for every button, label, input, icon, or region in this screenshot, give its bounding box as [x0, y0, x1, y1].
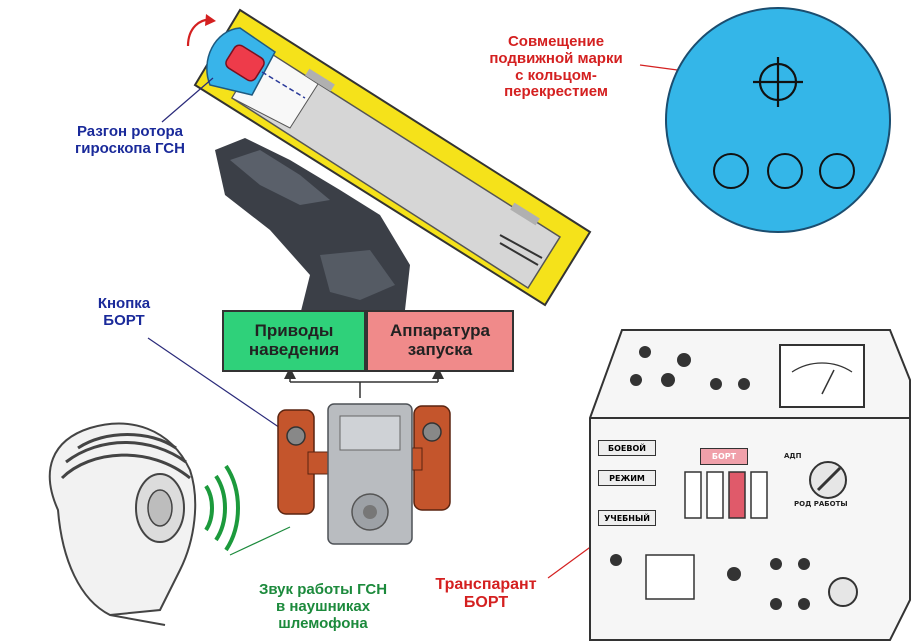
flow-arrows: [284, 367, 444, 398]
sound-leader-line: [229, 526, 291, 556]
panel-plate-rezhim: РЕЖИМ: [598, 470, 656, 486]
launcher-base-illustration: [215, 138, 410, 315]
sound-waves: [204, 464, 240, 552]
headset-illustration: [48, 422, 197, 626]
button-label: Кнопка БОРТ: [97, 295, 151, 329]
rotor-leader-line: [161, 77, 214, 123]
mark-circle: [713, 153, 749, 189]
panel-plate-boevoy: БОЕВОЙ: [598, 440, 656, 456]
bort-button: [286, 426, 306, 446]
mark-label: Совмещение подвижной марки с кольцом- пе…: [489, 33, 623, 101]
bort-transparant-plate: БОРТ: [700, 448, 748, 465]
missile-tube: [193, 8, 592, 307]
sound-label: Звук работы ГСН в наушниках шлемофона: [258, 581, 388, 632]
gyro-rotor: [225, 44, 265, 82]
launch-box: Аппаратура запуска: [366, 310, 514, 372]
scope-view: [665, 7, 891, 233]
mark-circle: [819, 153, 855, 189]
panel-label-rod-raboty: РОД РАБОТЫ: [794, 500, 848, 508]
panel-meter: [779, 344, 865, 408]
button-leader-line: [147, 337, 287, 433]
drives-box: Приводы наведения: [222, 310, 366, 372]
transparant-label: Транспарант БОРТ: [435, 576, 537, 611]
mark-circle: [767, 153, 803, 189]
panel-label-adp: АДП: [784, 452, 802, 460]
control-panel: [589, 329, 911, 641]
rotor-label: Разгон ротора гироскопа ГСН: [75, 123, 185, 157]
control-unit: [277, 403, 451, 545]
panel-plate-uchebny: УЧЕБНЫЙ: [598, 510, 656, 526]
seeker-head: [186, 14, 306, 99]
